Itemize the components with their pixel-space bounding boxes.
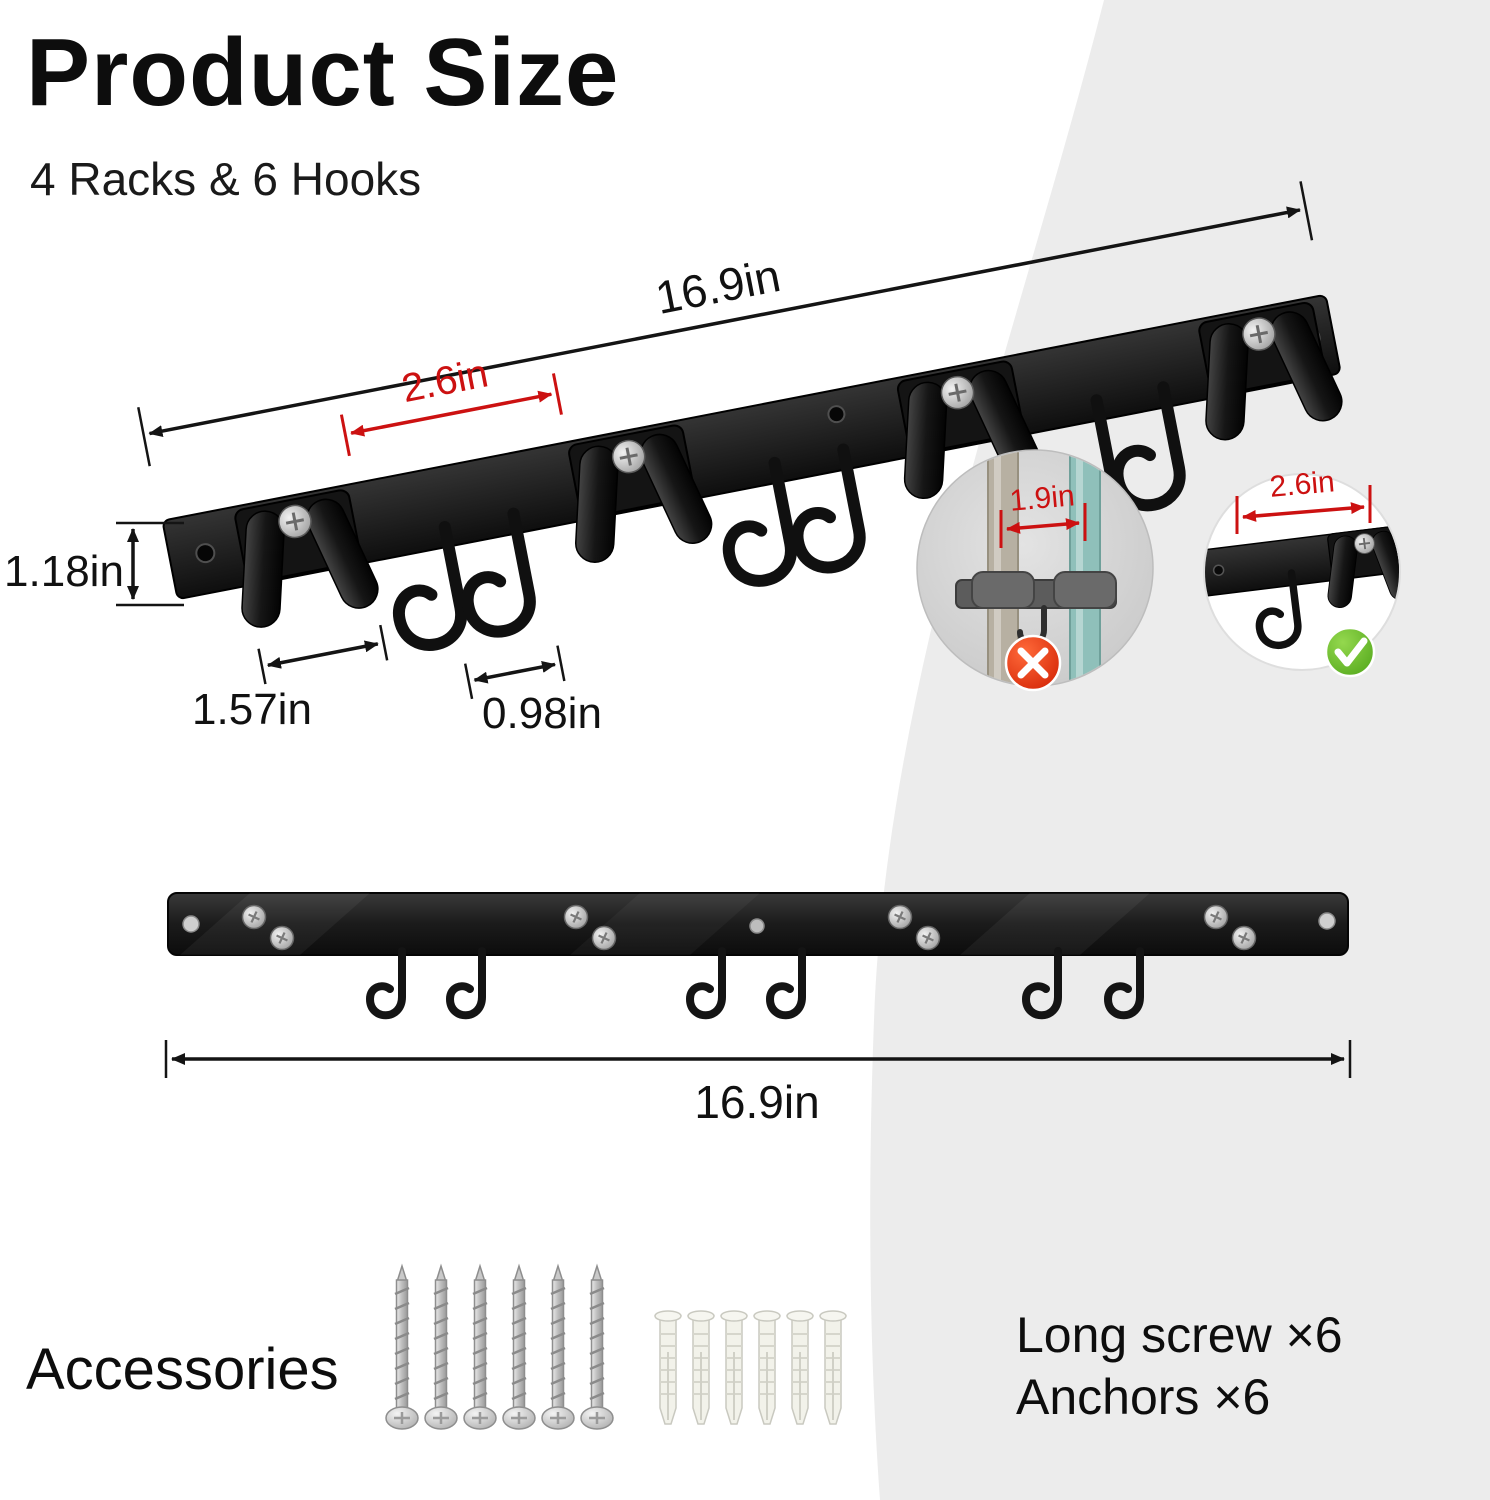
x-mark-icon [1004, 634, 1062, 692]
front-hole-middle [749, 918, 765, 934]
dimension-hook-width [463, 645, 566, 700]
check-mark-icon [1324, 626, 1376, 678]
accessories-heading: Accessories [26, 1337, 339, 1402]
mount-hole-middle [827, 405, 846, 424]
spacing-label: 2.6in [398, 351, 492, 411]
front-view-diagram: 16.9in [164, 892, 1352, 1128]
rail-bar [162, 294, 1341, 600]
long-screw-quantity-label: Long screw ×6 [1016, 1307, 1343, 1363]
dimension-correct-spacing: 2.6in [1235, 465, 1372, 534]
page-subtitle: 4 Racks & 6 Hooks [30, 153, 422, 205]
accessory-anchors [654, 1310, 847, 1425]
dimension-spacing: 2.6in [339, 351, 563, 457]
top-view-static-labels: 1.18in 1.57in 0.98in [4, 521, 602, 738]
rail-height-label: 1.18in [4, 547, 124, 596]
front-hole-right [1318, 912, 1336, 930]
top-rail-diagram: 16.9in 2.6in [137, 181, 1352, 700]
front-hole-left [182, 915, 200, 933]
dimension-wrong-spacing: 1.9in [999, 479, 1087, 548]
broom-handle-right [1069, 451, 1101, 685]
correct-spacing-label: 2.6in [1268, 465, 1336, 504]
mount-hole-left [195, 543, 216, 564]
broom-handle-left [987, 451, 1019, 685]
callout-correct-spacing: 2.6in [1203, 465, 1401, 678]
background-curve-panel [870, 0, 1490, 1500]
callout-wrong-spacing: 1.9in [916, 449, 1154, 692]
page-title: Product Size [26, 19, 620, 126]
front-total-length-label: 16.9in [694, 1076, 819, 1128]
dimension-rack-width [257, 624, 389, 685]
anchors-quantity-label: Anchors ×6 [1016, 1369, 1271, 1425]
accessory-screws [384, 1264, 615, 1431]
dimension-front-total-length: 16.9in [164, 1040, 1352, 1128]
hook-width-label: 0.98in [482, 689, 602, 738]
wrong-spacing-label: 1.9in [1008, 479, 1076, 518]
rack-width-label: 1.57in [192, 685, 312, 734]
dimension-rail-height [116, 521, 184, 607]
